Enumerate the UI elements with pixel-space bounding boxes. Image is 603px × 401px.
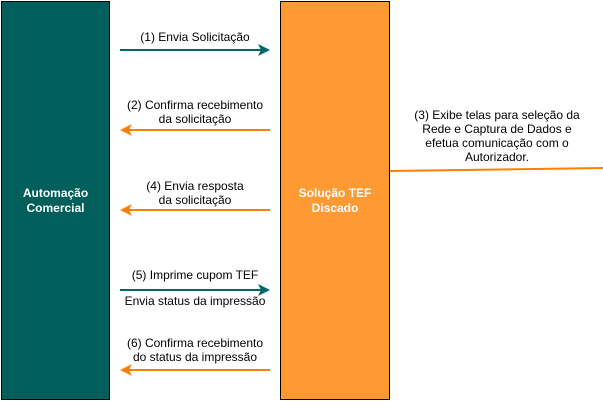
- solucao-tef-box: Solução TEF Discado: [280, 1, 390, 400]
- arrow-1-right: [120, 44, 270, 56]
- arrow-2-left: [120, 124, 270, 136]
- automacao-comercial-box: Automação Comercial: [1, 1, 110, 400]
- arrow-4-left: [120, 204, 270, 216]
- message-5-sub-label: Envia status da impressão: [124, 294, 266, 308]
- message-1-label: (1) Envia Solicitação: [140, 30, 250, 44]
- message-2-label: (2) Confirma recebimento da solicitação: [126, 98, 264, 126]
- message-3-label: (3) Exibe telas para seleção da Rede e C…: [414, 108, 580, 164]
- line-3-autorizador: [389, 167, 603, 172]
- message-5-label: (5) Imprime cupom TEF: [131, 268, 259, 282]
- arrow-5-right: [120, 284, 270, 296]
- message-6-label: (6) Confirma recebimento do status da im…: [126, 336, 264, 364]
- arrow-6-left: [120, 364, 270, 376]
- message-4-label: (4) Envia resposta da solicitação: [146, 179, 244, 207]
